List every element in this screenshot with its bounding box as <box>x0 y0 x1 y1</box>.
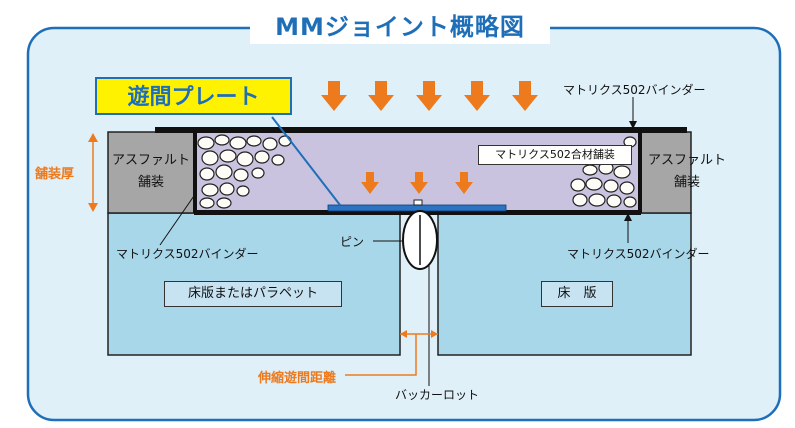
pavement-thickness-label: 舗装厚 <box>35 167 75 182</box>
asphalt-left-label: アスファルト 舗装 <box>108 150 194 194</box>
expansion-plate <box>327 204 507 212</box>
binder-top-line <box>155 127 687 133</box>
leader-callout <box>271 116 341 206</box>
leader-gap-distance <box>345 334 417 376</box>
binder-right-label: マトリクス502バインダー <box>567 247 710 261</box>
thickness-bottom-head <box>88 203 98 212</box>
slab-right-label: 床 版 <box>541 281 613 307</box>
load-arrows-large <box>321 81 538 111</box>
asphalt-right-block <box>640 131 692 214</box>
backer-rod-label: バッカーロット <box>395 388 480 402</box>
leader-binder-left <box>159 192 197 246</box>
aggregate-left <box>197 134 292 209</box>
asphalt-left-block <box>107 131 195 214</box>
slab-left-label: 床版またはパラペット <box>164 281 342 307</box>
plate-nub <box>413 199 423 206</box>
callout-box: 遊間プレート <box>95 77 292 115</box>
binder-top-label: マトリクス502バインダー <box>563 83 706 97</box>
diagram-title: MMジョイント概略図 <box>250 10 550 44</box>
gap-distance-label: 伸縮遊間距離 <box>258 371 337 386</box>
binder-left-label: マトリクス502バインダー <box>116 247 259 261</box>
asphalt-left-line1: アスファルト <box>111 153 190 168</box>
asphalt-right-label: アスファルト 舗装 <box>641 150 733 194</box>
thickness-top-head <box>88 133 98 142</box>
asphalt-right-line1: アスファルト <box>647 153 726 168</box>
load-arrows-small <box>361 172 473 194</box>
gap-dimension-right-head <box>431 330 438 338</box>
gap-dimension-left-head <box>400 330 407 338</box>
leader-binder-right-arrow <box>624 213 632 221</box>
leader-binder-top-arrow <box>629 121 637 129</box>
asphalt-right-line2: 舗装 <box>673 175 700 190</box>
asphalt-left-line2: 舗装 <box>137 175 164 190</box>
material-label: マトリクス502合材舗装 <box>478 145 632 165</box>
pin-label: ピン <box>340 235 365 249</box>
